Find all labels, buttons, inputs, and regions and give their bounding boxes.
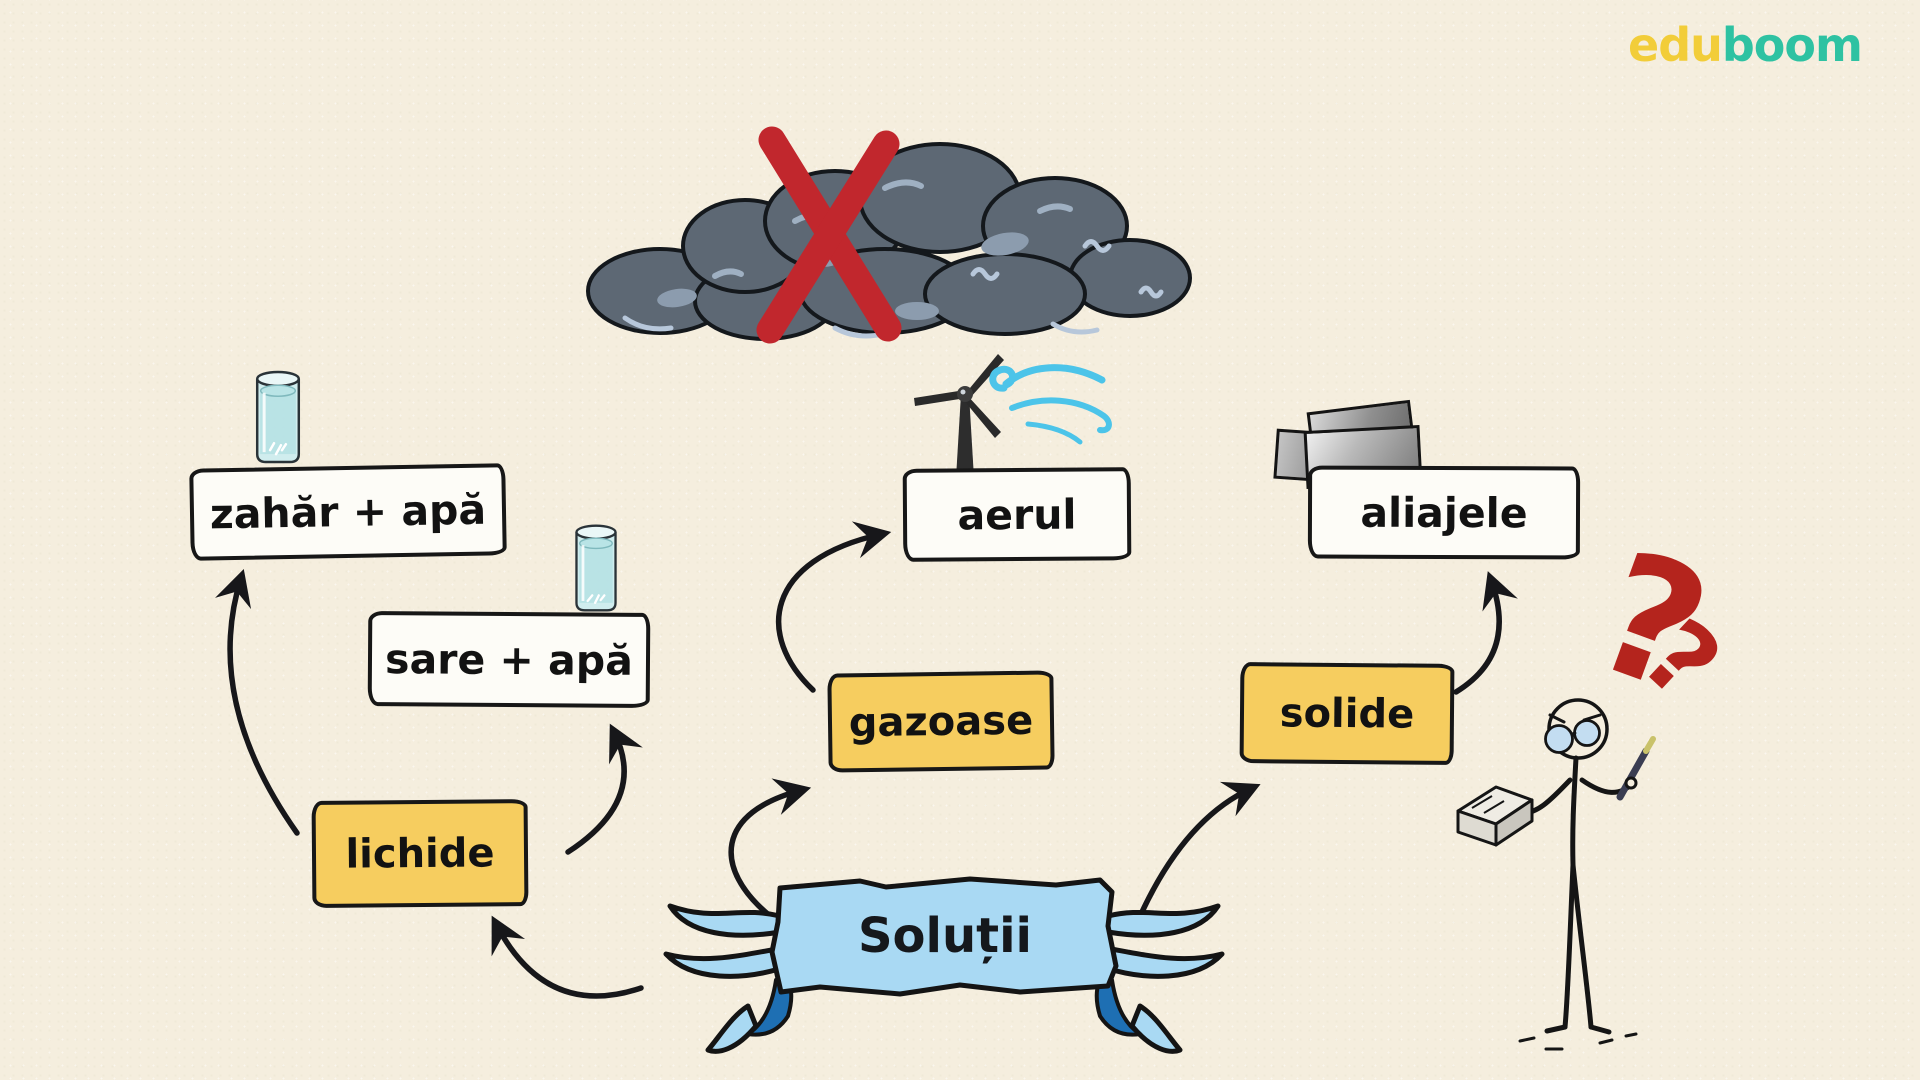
node-gazoase: gazoase	[827, 670, 1055, 773]
node-aliajele-label: aliajele	[1360, 488, 1528, 537]
wind-turbine-icon	[914, 354, 1112, 478]
node-aerul-label: aerul	[957, 490, 1077, 539]
red-x-icon	[756, 126, 902, 344]
node-sare-apa-label: sare + apă	[384, 634, 634, 685]
eduboom-logo: eduboom	[1628, 22, 1863, 68]
salt-water-glass-icon	[575, 524, 617, 612]
arrow-gazoase-to-aerul	[776, 521, 892, 693]
sugar-water-glass-icon	[255, 370, 301, 464]
node-zahar-apa: zahăr + apă	[189, 463, 507, 561]
node-zahar-apa-label: zahăr + apă	[209, 485, 487, 539]
node-aerul: aerul	[902, 467, 1132, 562]
node-sare-apa: sare + apă	[367, 611, 651, 708]
node-aliajele: aliajele	[1307, 465, 1581, 560]
logo-edu-part: edu	[1628, 18, 1723, 72]
arrow-solutii-to-lichide	[491, 915, 644, 999]
banner-title: Soluții	[857, 908, 1033, 964]
node-gazoase-label: gazoase	[848, 697, 1034, 746]
node-lichide: lichide	[311, 799, 529, 908]
arrow-lichide-to-sare	[565, 723, 643, 855]
stick-figure-icon	[1456, 698, 1656, 1051]
node-solide: solide	[1239, 662, 1455, 765]
arrow-lichide-to-zahar	[215, 568, 300, 836]
logo-boom-part: boom	[1721, 18, 1863, 72]
node-solide-label: solide	[1279, 689, 1415, 738]
node-lichide-label: lichide	[345, 829, 495, 878]
solutii-banner: Soluții	[660, 866, 1280, 1061]
